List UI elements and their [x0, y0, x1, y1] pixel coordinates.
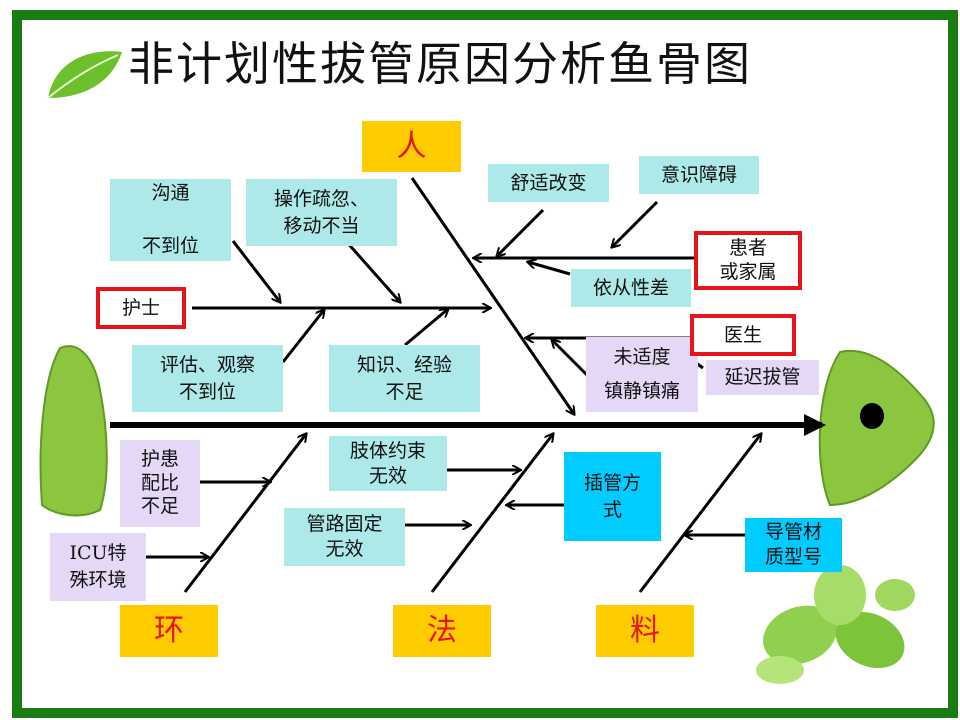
subcategory-doctor: 医生: [690, 314, 796, 356]
subcategory-nurse: 护士: [96, 287, 186, 329]
cause-assessment: 评估、观察 不到位: [132, 345, 283, 412]
cause-intubation-method: 插管方 式: [564, 452, 661, 541]
category-person: 人: [362, 121, 461, 172]
cause-tube-fixation: 管路固定 无效: [284, 508, 405, 566]
cause-communication: 沟通 不到位: [110, 179, 231, 261]
cause-sedation: 未适度 镇静镇痛: [586, 337, 698, 412]
cause-icu-environment: ICU特 殊环境: [50, 533, 146, 601]
leaf-icon: [47, 51, 122, 99]
fish-head-icon: [818, 349, 935, 507]
fish-tail-icon: [39, 345, 108, 517]
cause-delayed-extubation: 延迟拔管: [706, 360, 819, 395]
cause-consciousness: 意识障碍: [639, 156, 759, 194]
category-environment: 环: [120, 605, 218, 657]
leaves-decoration-icon: [756, 565, 915, 684]
slide-border: [12, 10, 958, 718]
cause-comfort: 舒适改变: [488, 164, 609, 202]
cause-catheter-material: 导管材 质型号: [745, 518, 842, 572]
cause-staffing-ratio: 护患 配比 不足: [120, 440, 200, 527]
cause-restraint: 肢体约束 无效: [329, 436, 447, 491]
category-method: 法: [393, 605, 491, 657]
cause-compliance: 依从性差: [571, 269, 691, 307]
subcategory-patient: 患者 或家属: [694, 231, 802, 290]
page-title: 非计划性拔管原因分析鱼骨图: [128, 37, 752, 91]
cause-operation-negligence: 操作疏忽、 移动不当: [246, 179, 397, 246]
cause-knowledge: 知识、经验 不足: [329, 345, 480, 412]
category-material: 料: [596, 605, 694, 657]
